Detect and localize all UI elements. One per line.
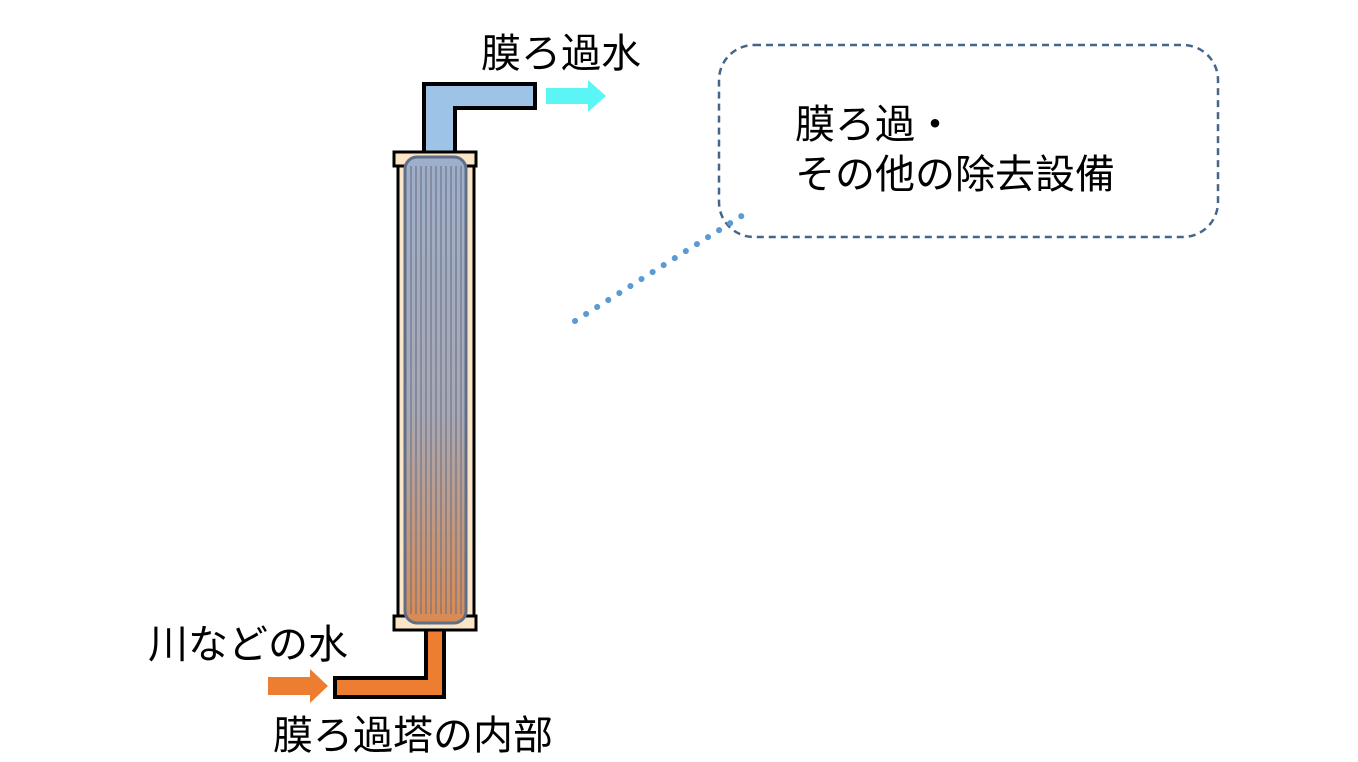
outlet-pipe [422,82,537,162]
callout-text: 膜ろ過・ その他の除去設備 [795,100,1115,200]
callout-leader-line [572,207,754,324]
hollow-fiber-bundle [409,166,462,614]
filtered-water-label: 膜ろ過水 [481,31,641,77]
intake-water-label: 川などの水 [148,622,348,668]
inlet-pipe [333,618,446,699]
callout-line-1: 膜ろ過・ [795,102,955,148]
tower-interior-label: 膜ろ過塔の内部 [273,713,553,759]
intake-water-arrow [268,669,328,703]
filtered-water-arrow [546,80,606,112]
callout-box [717,43,1220,239]
filtration-tower [392,150,478,632]
callout-line-2: その他の除去設備 [795,152,1115,198]
